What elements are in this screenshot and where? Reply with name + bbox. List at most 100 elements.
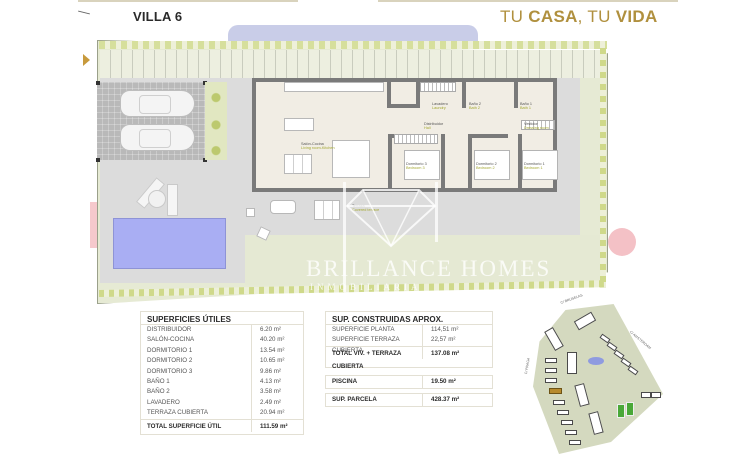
wall <box>518 134 522 192</box>
neighbor-marker-right <box>608 228 636 256</box>
street-label: C/ PRAGA <box>523 357 531 375</box>
wall <box>468 134 508 138</box>
top-divider-right <box>378 0 678 2</box>
villa-block <box>545 368 557 373</box>
dressing-wardrobe <box>521 120 555 130</box>
site-plan: C/ BRUSELAS C/ AMSTERDAM C/ PRAGA <box>505 292 675 456</box>
sports-court <box>626 402 634 416</box>
hedge-top <box>99 41 607 49</box>
community-pool <box>588 357 604 365</box>
lawn <box>245 235 600 285</box>
villa-block <box>545 358 557 363</box>
table-title: SUPERFICIES ÚTILES <box>141 312 303 325</box>
outdoor-sofa <box>270 200 296 214</box>
bed-dormitorio-2 <box>474 150 510 180</box>
hedge-right <box>600 48 606 288</box>
villa-block <box>569 440 581 445</box>
bed-dormitorio-3 <box>404 150 440 180</box>
planter <box>205 82 227 160</box>
carport-post <box>203 158 207 162</box>
kitchen-counter <box>284 82 384 92</box>
carport-post <box>96 158 100 162</box>
north-tick <box>78 10 90 15</box>
sports-court <box>617 404 625 418</box>
dining-table <box>284 154 312 174</box>
wall <box>388 134 392 192</box>
villa-block <box>565 430 577 435</box>
slogan-part: , TU <box>577 7 616 26</box>
villa-block <box>561 420 573 425</box>
wall <box>514 82 518 108</box>
villa-block <box>651 392 661 398</box>
washer-area <box>420 82 456 92</box>
umbrella-icon <box>148 190 166 208</box>
neighbor-marker-left <box>90 202 100 248</box>
watermark-brand: BRILLANCE HOMES <box>306 256 552 281</box>
outdoor-dining-table <box>314 200 340 220</box>
pergola-walkway <box>100 50 600 78</box>
block-3 <box>567 352 577 374</box>
bed-dormitorio-1 <box>522 150 558 180</box>
villa-6-highlight <box>549 388 562 394</box>
villa-block <box>557 410 569 415</box>
kitchen-island <box>284 118 314 131</box>
sunbed-icon <box>167 184 178 216</box>
sup-construidas-table: SUP. CONSTRUIDAS APROX. SUPERFICIE PLANT… <box>325 311 493 370</box>
watermark-frame <box>343 182 346 292</box>
carport <box>97 82 205 160</box>
slogan-part-bold: CASA <box>528 7 578 26</box>
slogan-part-bold: VIDA <box>615 7 658 26</box>
slogan: TU CASA, TU VIDA <box>500 7 658 27</box>
wardrobe <box>394 134 438 144</box>
wall <box>441 134 445 192</box>
villa-title: VILLA 6 <box>133 9 183 24</box>
wall <box>468 134 472 192</box>
wall <box>462 82 466 108</box>
villa-block <box>553 400 565 405</box>
car-icon <box>120 90 195 117</box>
slogan-part: TU <box>500 7 529 26</box>
wall <box>387 104 417 108</box>
watermark-frame <box>435 182 438 242</box>
watermark-diamond-icon <box>345 189 437 248</box>
wall <box>387 82 391 104</box>
watermark-sub: INMOBILIARIA <box>310 282 422 292</box>
table-title: SUP. CONSTRUIDAS APROX. <box>326 312 492 325</box>
street-label: C/ BRUSELAS <box>560 293 584 305</box>
villa-block <box>545 378 557 383</box>
car-icon <box>120 124 195 151</box>
outdoor-stool <box>246 208 255 217</box>
swimming-pool <box>113 218 226 269</box>
sofa <box>332 140 370 178</box>
villa-block <box>641 392 651 398</box>
entrance-arrow-icon <box>83 54 90 66</box>
